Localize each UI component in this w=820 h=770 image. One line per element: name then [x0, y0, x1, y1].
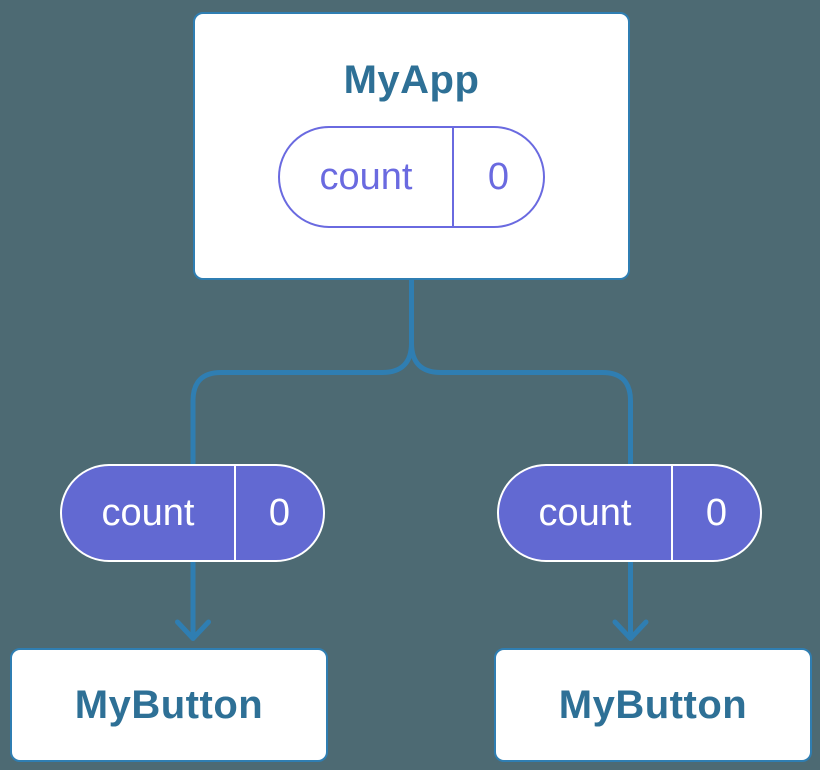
arrowhead-left-icon: [175, 619, 211, 641]
prop-pill-name: count: [62, 466, 236, 560]
prop-pill-left: count 0: [60, 464, 325, 562]
component-label: MyApp: [343, 58, 480, 102]
component-node-mybutton-left: MyButton: [10, 648, 328, 762]
state-pill-name: count: [280, 128, 454, 226]
prop-pill-right: count 0: [497, 464, 762, 562]
component-node-myapp: MyApp count 0: [193, 12, 630, 280]
connector-right-branch: [409, 277, 633, 636]
state-pill: count 0: [278, 126, 545, 228]
prop-pill-value: 0: [268, 491, 291, 534]
state-pill-value: 0: [487, 155, 510, 198]
component-label: MyButton: [74, 683, 264, 727]
arrowhead-right-icon: [612, 619, 649, 641]
connector-left-branch: [190, 277, 414, 636]
prop-pill-name: count: [499, 466, 673, 560]
component-label: MyButton: [558, 683, 748, 727]
prop-pill-value: 0: [705, 491, 728, 534]
component-node-mybutton-right: MyButton: [494, 648, 812, 762]
